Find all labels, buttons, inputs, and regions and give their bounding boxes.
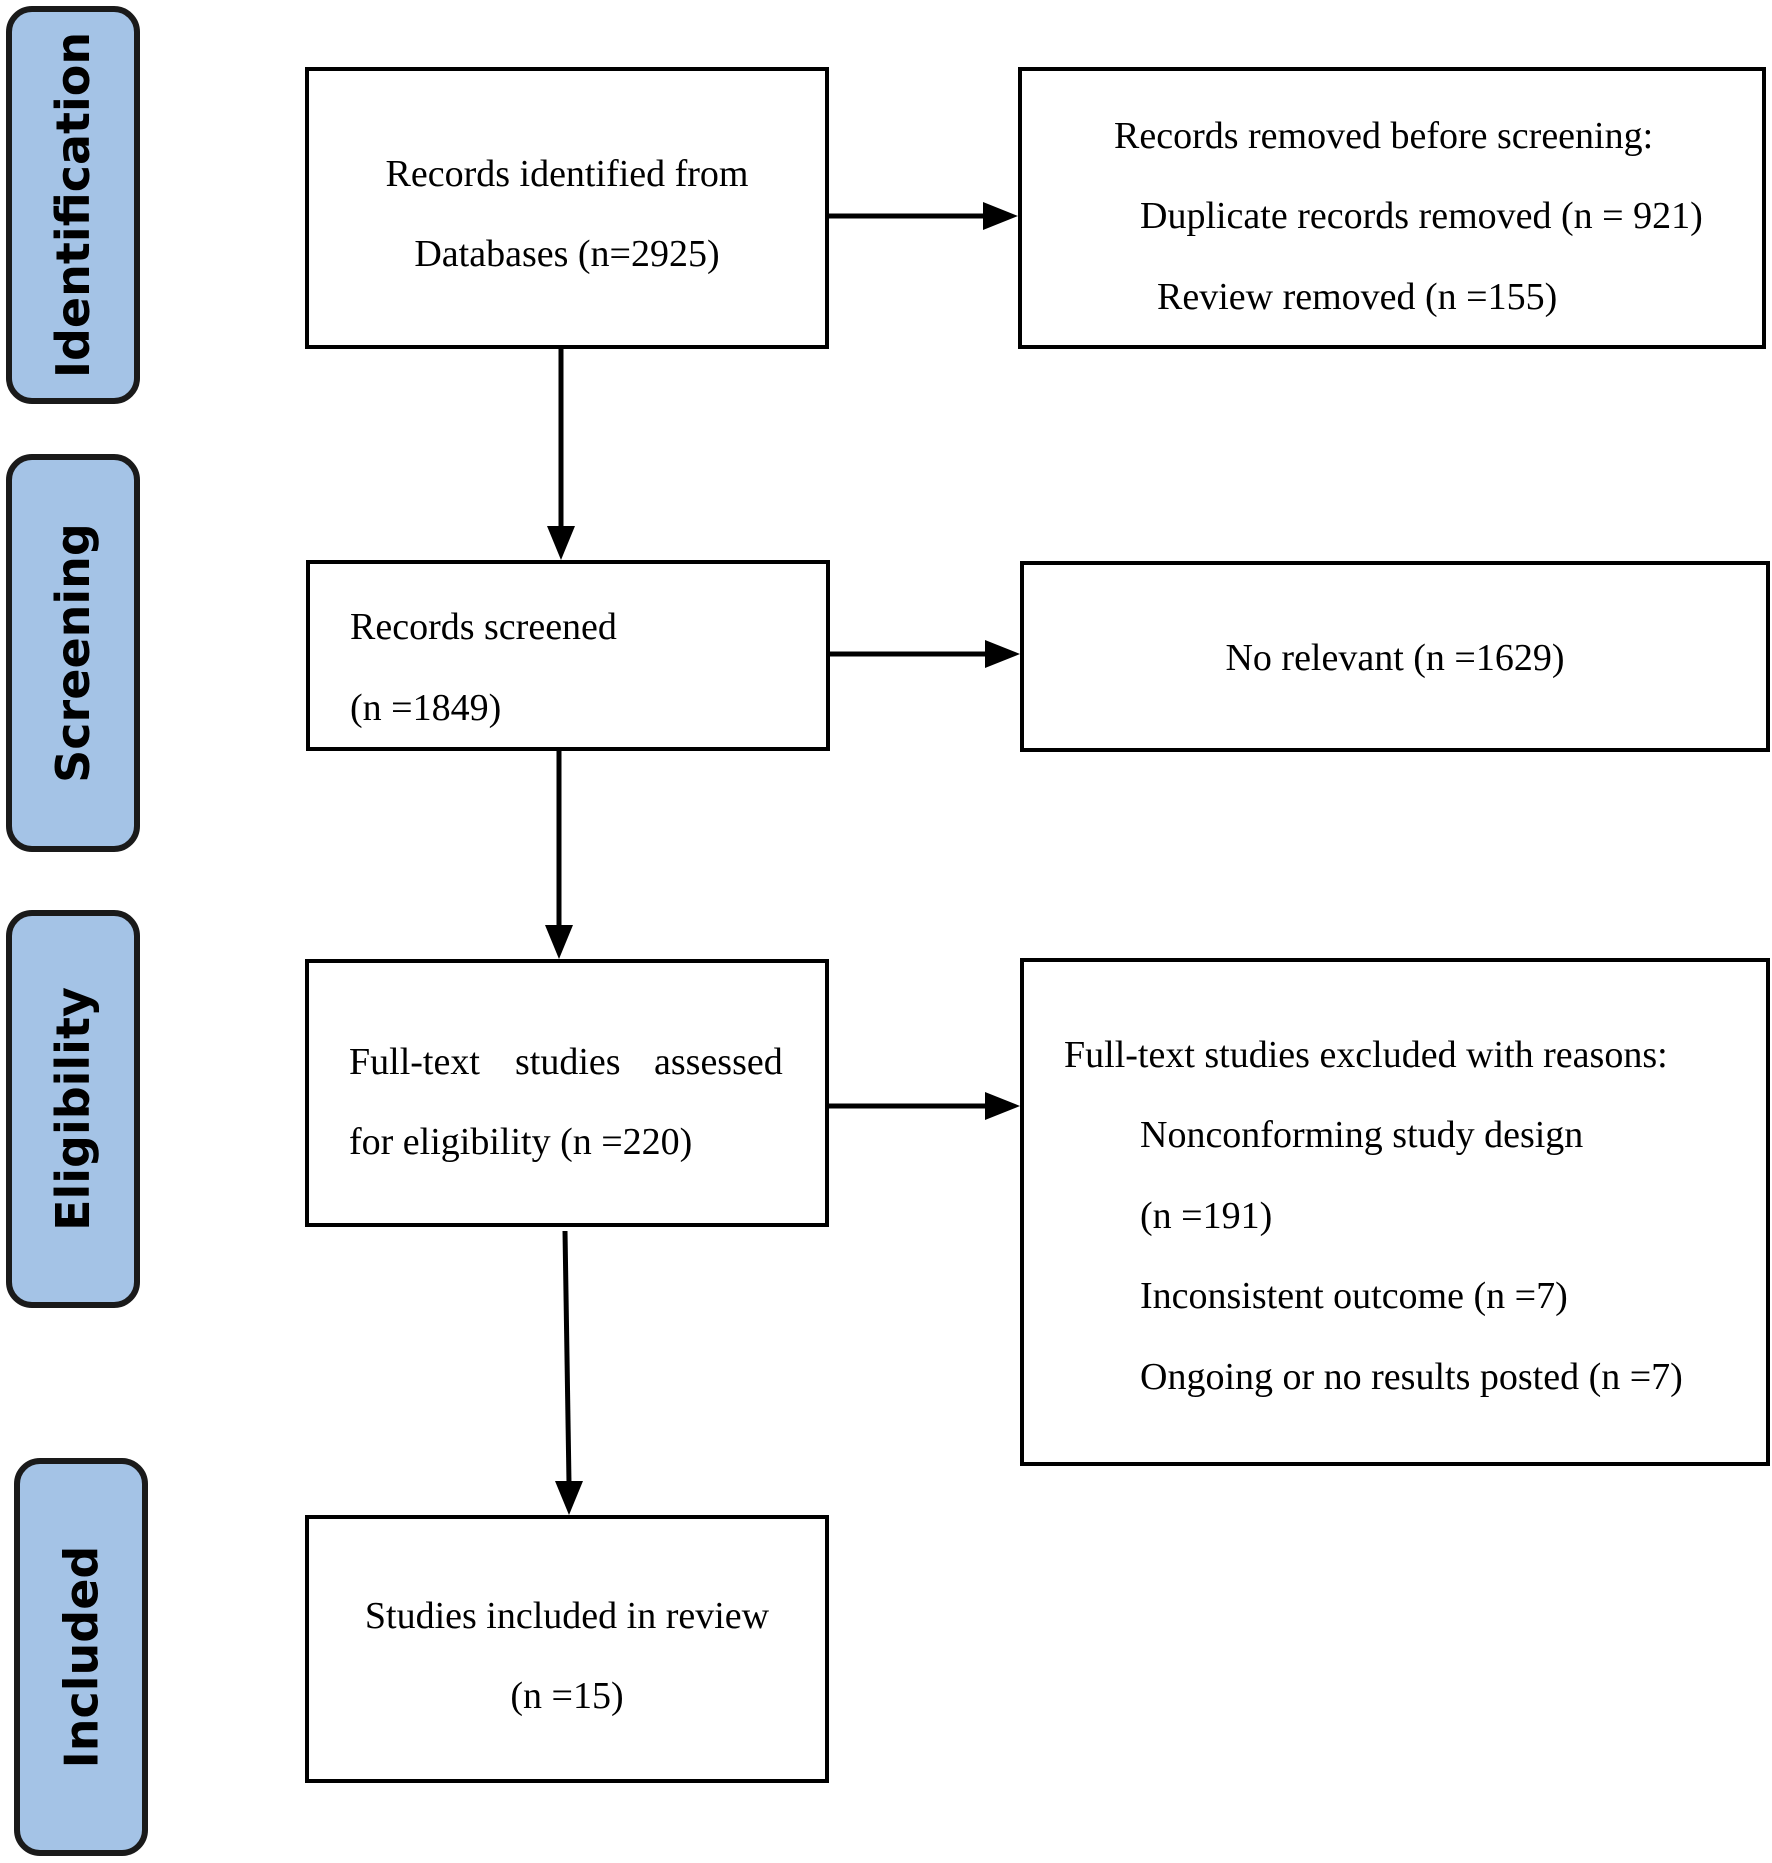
excluded-reason-design-count: (n =191) [1140, 1195, 1273, 1237]
fulltext-excluded-box: Full-text studies excluded with reasons:… [1020, 958, 1770, 1466]
fulltext-word-studies: studies [515, 1041, 621, 1083]
arrowhead-screened-to-fulltext [545, 925, 573, 959]
no-relevant-box: No relevant (n =1629) [1020, 561, 1770, 752]
no-relevant-text: No relevant (n =1629) [1225, 637, 1565, 679]
fulltext-word-assessed: assessed [654, 1041, 783, 1083]
records-screened-box: Records screened (n =1849) [306, 560, 830, 751]
phase-included: Included [14, 1458, 148, 1856]
fulltext-assessed-line2: for eligibility (n =220) [349, 1121, 693, 1163]
records-removed-title: Records removed before screening: [1114, 115, 1654, 157]
phase-identification-label: Identification [46, 31, 101, 379]
records-screened-line1: Records screened [350, 606, 617, 648]
reviews-removed-line: Review removed (n =155) [1157, 276, 1558, 318]
arrowhead-fulltext-to-included [555, 1481, 583, 1515]
excluded-reason-outcome: Inconsistent outcome (n =7) [1140, 1275, 1568, 1317]
excluded-reason-ongoing: Ongoing or no results posted (n =7) [1140, 1356, 1683, 1398]
arrowhead-identified-to-screened [547, 526, 575, 560]
excluded-reason-design: Nonconforming study design [1140, 1114, 1584, 1156]
arrowhead-identified-to-removed [983, 202, 1018, 230]
records-identified-line1: Records identified from [385, 153, 749, 195]
phase-screening: Screening [6, 454, 140, 852]
arrow-fulltext-to-included [562, 1230, 572, 1484]
phase-screening-label: Screening [46, 523, 101, 783]
phase-eligibility: Eligibility [6, 910, 140, 1308]
duplicates-removed-line: Duplicate records removed (n = 921) [1140, 195, 1703, 237]
studies-included-line2: (n =15) [510, 1675, 624, 1717]
phase-eligibility-label: Eligibility [46, 987, 101, 1231]
excluded-title: Full-text studies excluded with reasons: [1064, 1034, 1668, 1076]
records-removed-box: Records removed before screening: Duplic… [1018, 67, 1766, 349]
records-screened-line2: (n =1849) [350, 687, 502, 729]
arrowhead-fulltext-to-excluded [985, 1092, 1020, 1120]
records-identified-box: Records identified from Databases (n=292… [305, 67, 829, 349]
arrowhead-screened-to-no-relevant [985, 640, 1020, 668]
records-identified-line2: Databases (n=2925) [414, 233, 720, 275]
phase-identification: Identification [6, 6, 140, 404]
fulltext-word-fulltext: Full-text [349, 1041, 480, 1083]
studies-included-line1: Studies included in review [364, 1595, 770, 1637]
studies-included-box: Studies included in review (n =15) [305, 1515, 829, 1783]
phase-included-label: Included [54, 1545, 109, 1769]
fulltext-assessed-box: Full-text studies assessed for eligibili… [305, 959, 829, 1227]
